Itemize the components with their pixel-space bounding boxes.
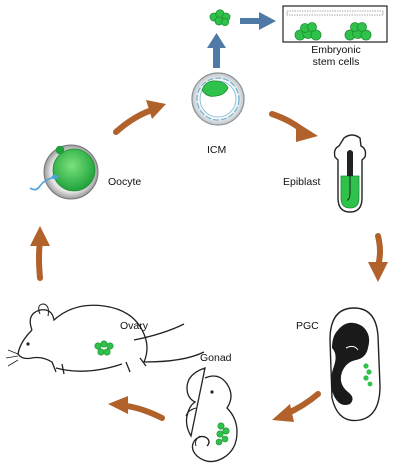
blue-arrow-right (240, 12, 276, 30)
gonad-cells (215, 422, 230, 446)
gonad-embryo (185, 367, 238, 463)
embryonic-label-line2: stem cells (312, 56, 360, 68)
sperm-tail (29, 177, 53, 191)
esc-colony-left (294, 22, 322, 41)
inner-cell-mass (201, 80, 229, 97)
oocyte-cell (29, 144, 99, 200)
esc-colony-right (344, 22, 372, 41)
pgc-label: PGC (296, 320, 319, 332)
cycle-arrow-epiblast-to-pgc (368, 233, 388, 282)
embryonic-stem-cells-label: Embryonic stem cells (296, 44, 376, 68)
epiblast-embryo (333, 134, 367, 213)
pgc-embryo (329, 307, 381, 422)
icm-cell-cluster (209, 9, 231, 26)
embryonic-label-line1: Embryonic (311, 44, 361, 56)
cycle-arrow-pgc-to-gonad (272, 391, 321, 422)
cycle-arrow-gonad-to-ovary (108, 396, 165, 421)
cycle-arrow-icm-to-epiblast (269, 111, 318, 142)
mouse (5, 303, 205, 375)
ovary-label: Ovary (120, 320, 149, 332)
gonad-label: Gonad (200, 352, 232, 364)
culture-dish (282, 5, 388, 43)
oocyte-label: Oocyte (108, 176, 142, 188)
cycle-arrow-oocyte-to-icm (113, 100, 166, 135)
pgc-cells (363, 363, 373, 387)
icm-label: ICM (207, 144, 227, 156)
blastocyst (191, 72, 245, 126)
epiblast-label: Epiblast (283, 176, 321, 188)
ovary-cells (94, 340, 114, 356)
cycle-arrow-ovary-to-oocyte (30, 226, 50, 281)
blue-arrow-up (207, 33, 226, 68)
